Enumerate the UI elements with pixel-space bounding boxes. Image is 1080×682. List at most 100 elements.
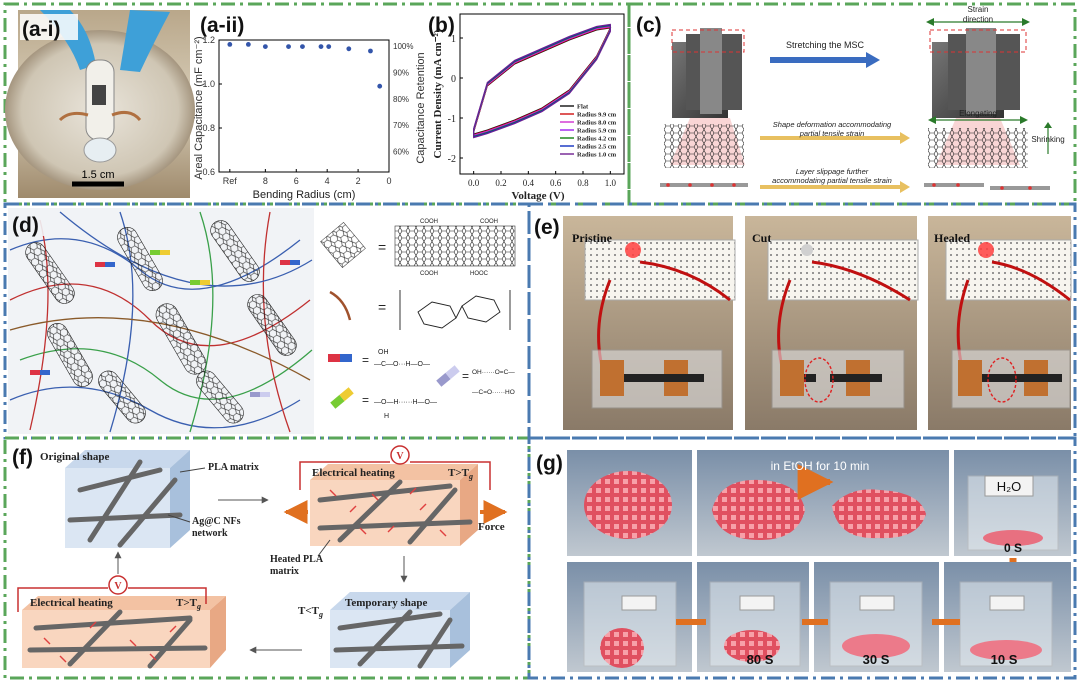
box-reheated	[22, 596, 226, 669]
legend-label: Radius 1.0 cm	[577, 152, 617, 159]
label-heated-1: Heated PLA	[270, 554, 324, 565]
y-tick-label: 0.6	[202, 167, 215, 177]
y-tick-label: 1.2	[202, 35, 215, 45]
cooh-label-2: COOH	[480, 219, 498, 225]
legend-label: Radius 8.0 cm	[577, 120, 617, 127]
acid-dimer-label-1: OH······O=C—	[472, 369, 515, 376]
equals-acid: =	[362, 353, 369, 367]
data-point	[262, 44, 268, 49]
plot-frame	[459, 13, 625, 175]
x-tick-label: 6	[294, 176, 299, 186]
y-axis-ticks: -2-101	[448, 34, 463, 165]
graphene-layer-left	[660, 183, 748, 187]
stretching-label: Stretching the MSC	[786, 40, 865, 50]
y-axis-ticks: 0.60.81.01.2	[202, 35, 222, 177]
cnt-structure	[394, 225, 516, 267]
graphene-lattice-left	[664, 124, 744, 168]
panel-d: (d) = COOH COOH COOH HOOC = = OH —C—O···…	[8, 208, 516, 434]
voltmeter-bottom-label: V	[114, 581, 122, 592]
panel-f: (f) Original shape PLA matrix Ag@C NFs n…	[12, 445, 508, 669]
equals-dimer: =	[462, 369, 469, 383]
y-right-tick-label: 90%	[393, 68, 409, 77]
x-tick-label: 0	[386, 176, 391, 186]
label-agc-1: Ag@C NFs	[192, 516, 241, 527]
acid-dimer-label-2: —C=O······HO	[472, 389, 515, 396]
label-electrical-heating-bottom: Electrical heating	[30, 597, 113, 609]
x-tick-label: 0.6	[550, 178, 562, 188]
cnt-legend-icon	[320, 221, 366, 269]
equals-hydroxyl: =	[362, 393, 369, 407]
graphene-lattice-right	[928, 128, 1028, 168]
hydroxyl-legend-icon	[330, 394, 345, 409]
equals-cellulose: =	[378, 299, 386, 315]
y-tick-label: 1.0	[202, 79, 215, 89]
panel-g: in EtOH for 10 min H₂O 0 S	[536, 450, 1071, 672]
cellulose-structure	[399, 290, 511, 330]
y-axis-label: Areal Capacitance (mF cm⁻²)	[193, 36, 205, 179]
x-tick-label: 0.0	[468, 178, 480, 188]
photo-g-2	[697, 450, 949, 556]
label-pristine: Pristine	[572, 231, 613, 245]
label-0s: 0 S	[1004, 541, 1022, 555]
label-electrical-heating-top: Electrical heating	[312, 467, 395, 479]
legend-label: Radius 9.9 cm	[577, 112, 617, 119]
photo-pristine	[563, 216, 736, 430]
legend-label: Radius 4.2 cm	[577, 136, 617, 143]
shrinking-label: Shrinking	[1031, 135, 1064, 144]
panel-tag-a-ii: (a-ii)	[200, 14, 244, 37]
photo-g-1	[567, 450, 692, 556]
copper-wire-right	[111, 110, 142, 122]
photo-g-10s	[944, 562, 1071, 672]
box-original-shape	[65, 450, 190, 548]
voltmeter-top	[390, 445, 410, 465]
circuit-bottom	[17, 587, 207, 612]
photo-g-t0	[954, 450, 1071, 556]
legend-label: Flat	[577, 104, 589, 111]
label-t-lt-tg: T<Tg	[298, 605, 323, 619]
shape-deformation-label-1: Shape deformation accommodating	[773, 120, 892, 129]
y-tick-label: 1	[451, 34, 456, 45]
data-point	[318, 44, 324, 49]
data-point	[346, 46, 352, 52]
voltmeter-top-label: V	[396, 451, 404, 462]
voltmeter-bottom	[108, 575, 128, 595]
circuit-top	[299, 461, 491, 490]
panel-a-ii-chart: (a-ii) 0.60.81.01.2 100%90%80%70%60% Ref…	[193, 14, 427, 201]
label-healed: Healed	[934, 231, 970, 245]
y-right-axis-label: Capacitance Retention	[415, 52, 427, 163]
data-point	[245, 42, 251, 47]
cooh-label-3: COOH	[420, 271, 438, 277]
cooh-label: COOH	[420, 219, 438, 225]
label-agc-2: network	[192, 528, 228, 539]
label-pla-matrix: PLA matrix	[208, 462, 259, 473]
x-tick-label: Ref	[223, 176, 238, 186]
panel-tag-b: (b)	[428, 14, 455, 37]
panel-a-i: 1.5 cm (a-i)	[5, 10, 195, 198]
strain-label-2: direction	[963, 15, 993, 24]
hydroxyl-label-1: —O—H······H—O—	[374, 399, 437, 406]
data-point	[286, 44, 291, 49]
glass-vial	[83, 137, 117, 163]
x-tick-label: 2	[356, 176, 361, 186]
data-point	[377, 83, 383, 89]
plot-frame	[218, 39, 390, 173]
x-tick-label: 8	[263, 176, 268, 186]
scale-bar-label: 1.5 cm	[81, 169, 114, 181]
photo-g-30s	[814, 562, 939, 672]
graphene-layer-right	[924, 183, 1050, 190]
data-point	[227, 42, 233, 47]
acid-label-2: —C—O···H—O—	[374, 361, 430, 368]
layer-slippage-label-1: Layer slippage further	[796, 167, 869, 176]
panel-tag-d: (d)	[12, 214, 39, 237]
y-right-tick-label: 70%	[393, 121, 409, 130]
x-tick-label: 4	[325, 176, 330, 186]
label-temporary-shape: Temporary shape	[345, 597, 428, 609]
panel-tag-f: (f)	[12, 446, 33, 469]
acid-label-1: OH	[378, 349, 389, 356]
x-axis-ticks: Ref 8 6 4 2 0	[223, 169, 392, 186]
label-in-etoh: in EtOH for 10 min	[771, 459, 870, 473]
x-axis-label: Voltage (V)	[511, 190, 564, 202]
data-point	[368, 48, 373, 54]
photo-g-30s-a	[697, 562, 809, 672]
